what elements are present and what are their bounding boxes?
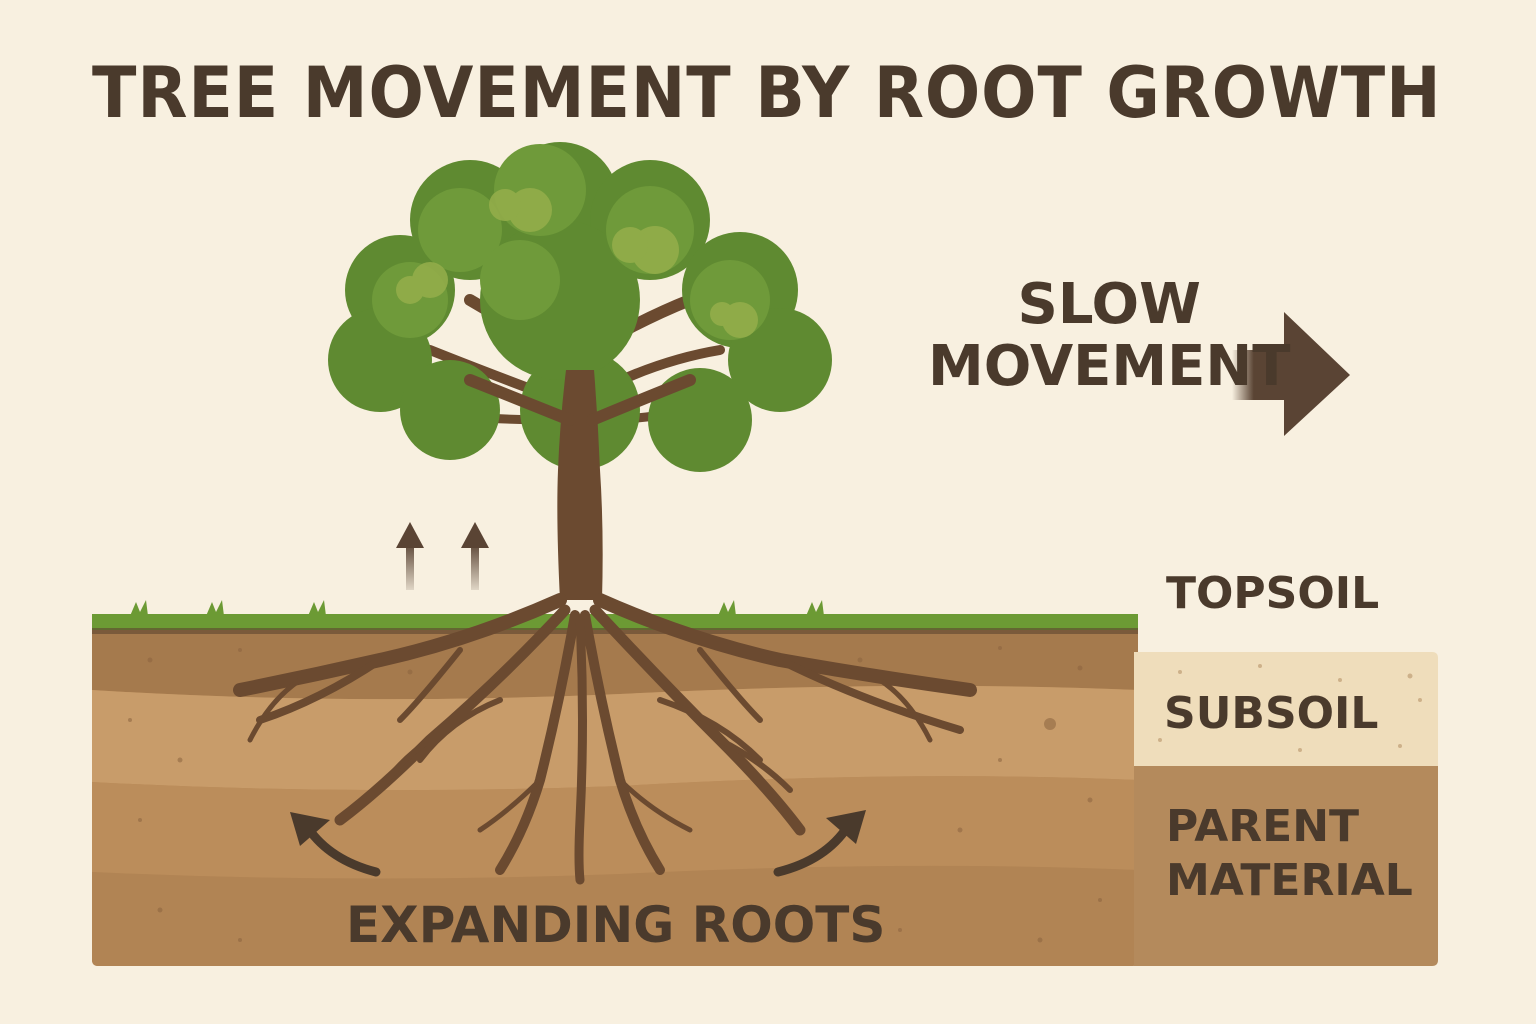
subsoil-label: SUBSOIL [1164, 688, 1379, 739]
slow-movement-line1: SLOW [1017, 272, 1201, 337]
up-arrow-icon [396, 522, 424, 590]
arrowhead-left-icon [290, 812, 330, 846]
grass-strip [92, 614, 1138, 630]
parent-material-layer [92, 776, 1138, 879]
legend-subsoil-swatch [1134, 652, 1438, 766]
tree-roots [233, 593, 977, 885]
tree-canopy [328, 142, 832, 472]
page-title: TREE MOVEMENT BY ROOT GROWTH [92, 52, 1442, 134]
parent-material-line2: MATERIAL [1166, 855, 1413, 906]
expanding-roots-label: EXPANDING ROOTS [346, 896, 886, 954]
slow-movement-label: SLOW MOVEMENT [928, 274, 1290, 398]
legend-speckles [1158, 664, 1422, 752]
expansion-arrowheads [290, 810, 866, 846]
deep-layer [92, 865, 1138, 966]
soil-legend [1134, 652, 1438, 966]
trunk-branch-joins [464, 374, 696, 426]
soil-speckles [128, 646, 1102, 943]
arrowhead-right-icon [826, 810, 866, 844]
parent-material-line1: PARENT [1166, 801, 1360, 852]
slow-movement-arrow-icon [1232, 312, 1350, 436]
soil-cross-section [92, 600, 1138, 966]
topsoil-label: TOPSOIL [1166, 568, 1380, 619]
upward-arrows [396, 522, 489, 590]
tree-trunk [557, 370, 603, 600]
slow-movement-line2: MOVEMENT [928, 334, 1291, 399]
tree [233, 142, 977, 885]
legend-parent-swatch [1134, 766, 1438, 966]
parent-material-label: PARENT MATERIAL [1166, 800, 1413, 908]
up-arrow-icon [461, 522, 489, 590]
grass-tufts [130, 600, 824, 616]
